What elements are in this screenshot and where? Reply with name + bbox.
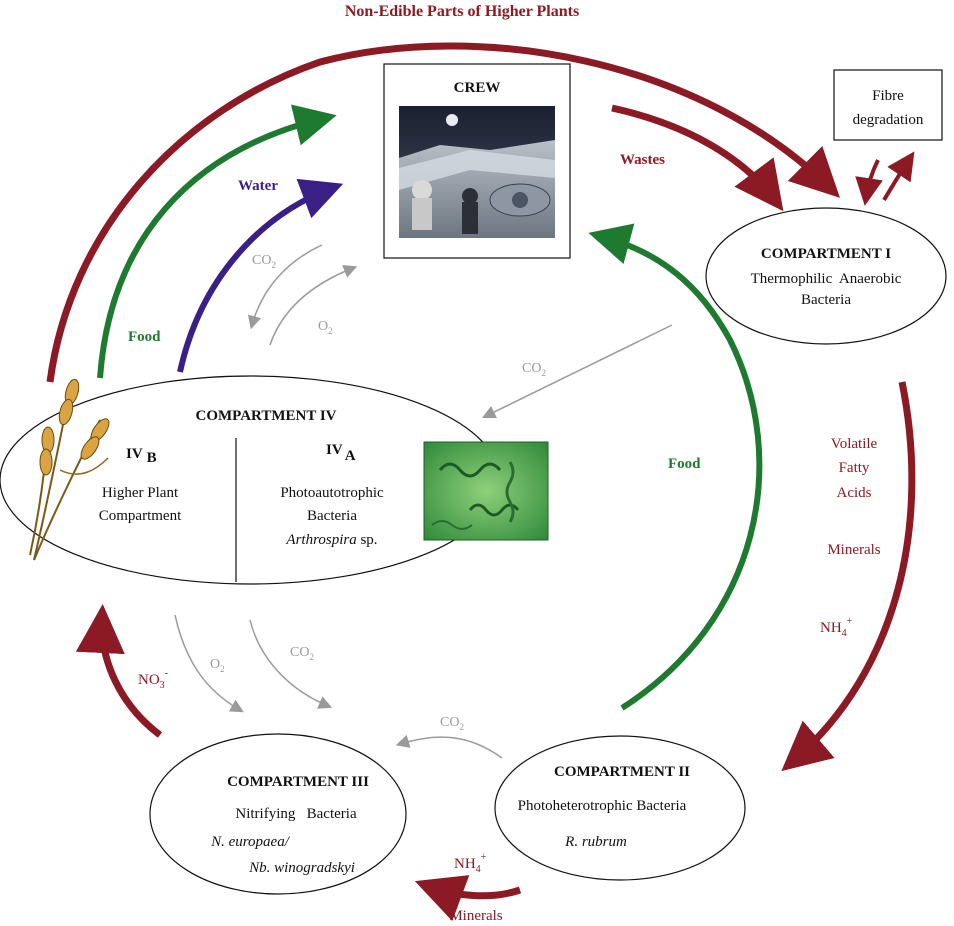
compartment-4a-line2: Bacteria [307, 508, 357, 524]
compartment-3-line1: Nitrifying Bacteria [235, 806, 357, 822]
nitrate-arrow [75, 604, 163, 738]
crew-photo [399, 106, 555, 238]
compartment-2-ellipse [494, 735, 746, 881]
co2-label-middle: CO2 [522, 361, 546, 378]
no3-label: NO3- [138, 668, 168, 691]
compartment-4b-line2: Compartment [99, 508, 182, 524]
compartment-3-organism1: N. europaea/ [210, 834, 291, 850]
co2-label-top: CO2 [252, 253, 276, 270]
compartment-4b-line1: Higher Plant [102, 485, 179, 501]
fibre-in-arrow [855, 159, 883, 206]
compartment-1-title: COMPARTMENT I [761, 246, 891, 262]
food-left-label: Food [128, 329, 161, 345]
fibre-out-arrow [882, 151, 915, 202]
non-edible-parts-arrow [46, 42, 840, 383]
compartment-3-organism2: Nb. winogradskyi [248, 860, 355, 876]
vfa-label-3: Acids [837, 485, 872, 501]
food-comp2-to-crew-arrow [588, 223, 763, 711]
co2-label-bottom-left: CO2 [290, 645, 314, 662]
vfa-label-2: Fatty [839, 460, 870, 476]
o2-comp4-to-comp3-arrow [174, 614, 244, 713]
diagram-title: Non-Edible Parts of Higher Plants [345, 3, 579, 20]
food-right-label: Food [668, 456, 701, 472]
compartment-4-title: COMPARTMENT IV [196, 408, 337, 424]
food-plants-to-crew-arrow [97, 104, 337, 379]
compartment-1-line2: Bacteria [801, 292, 851, 308]
co2-comp1-to-comp4-arrow [481, 324, 673, 419]
o2-plants-to-crew-arrow [269, 265, 358, 346]
water-arrow [177, 178, 344, 373]
compartment-3-title: COMPARTMENT III [227, 774, 369, 790]
crew-label: CREW [454, 80, 501, 96]
compartment-2-organism: R. rubrum [564, 834, 627, 850]
minerals-arrow [414, 875, 522, 922]
arthrospira-photo [423, 441, 549, 541]
compartment-4a-organism: Arthrospira sp. [285, 532, 377, 548]
minerals-bottom-label: Minerals [449, 908, 502, 924]
fibre-line1: Fibre [872, 88, 904, 104]
nh4-right-label: NH4+ [820, 616, 853, 639]
vfa-arrow [781, 381, 916, 772]
wastes-label: Wastes [620, 152, 665, 168]
co2-comp2-to-comp3-arrow [395, 734, 503, 759]
compartment-1-line1: Thermophilic Anaerobic [751, 271, 902, 287]
compartment-2-line1: Photoheterotrophic Bacteria [518, 798, 687, 814]
fibre-line2: degradation [853, 112, 924, 128]
co2-label-bottom-right: CO2 [440, 715, 464, 732]
water-label: Water [238, 178, 278, 194]
wastes-arrow [611, 104, 784, 212]
compartment-3-ellipse [149, 733, 407, 895]
compartment-4a-line1: Photoautotrophic [280, 485, 384, 501]
co2-crew-to-plants-arrow [247, 244, 323, 330]
o2-label-bottom: O2 [210, 657, 225, 674]
nh4-bottom-label: NH4+ [454, 852, 487, 875]
o2-label-top: O2 [318, 319, 333, 336]
compartment-2-title: COMPARTMENT II [554, 764, 690, 780]
minerals-right-label: Minerals [827, 542, 880, 558]
vfa-label-1: Volatile [831, 436, 878, 452]
co2-comp4-to-comp3-arrow [249, 619, 333, 709]
wheat-icon [29, 378, 110, 561]
fibre-degradation-box [833, 69, 943, 141]
compartment-1-ellipse [705, 207, 947, 345]
